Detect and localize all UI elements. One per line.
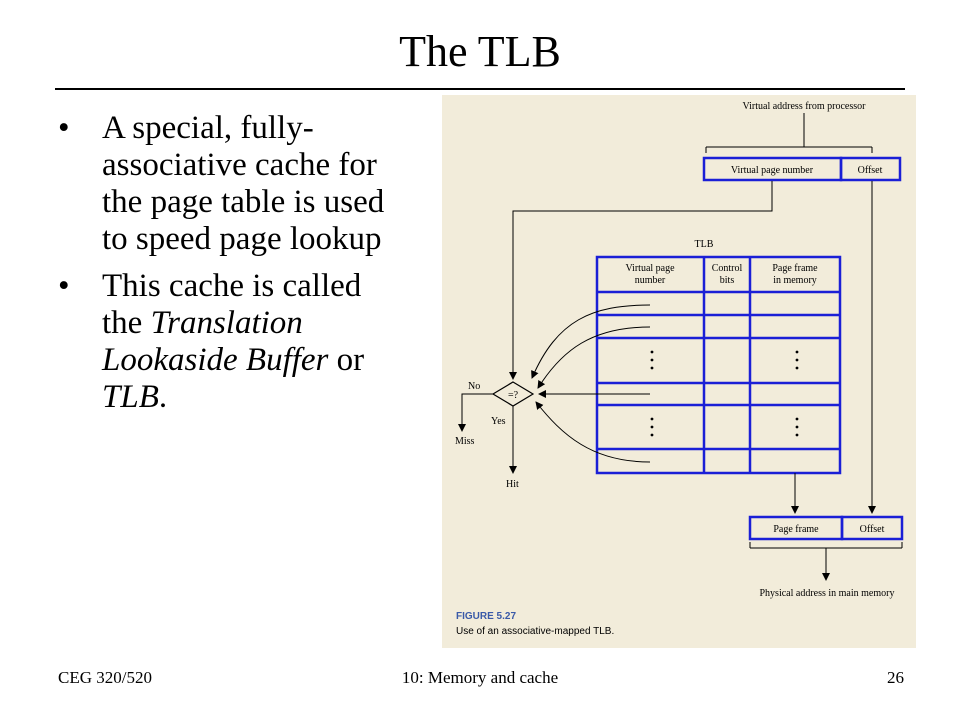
page-frame-label: Page frame <box>773 524 819 535</box>
figure-paper <box>442 95 916 648</box>
tlb-diagram-svg: Virtual address from processor Virtual p… <box>442 95 916 648</box>
offset-box <box>839 156 902 182</box>
yes-label: Yes <box>491 416 506 427</box>
hit-label: Hit <box>506 479 519 490</box>
ellipsis-dots <box>650 350 799 437</box>
vpn-to-compare-arrow <box>509 181 773 380</box>
slide-title: The TLB <box>399 27 561 76</box>
offset2-box <box>840 515 904 541</box>
compare-label: =? <box>508 390 519 401</box>
offset-label: Offset <box>858 165 883 176</box>
no-label: No <box>468 381 480 392</box>
title-divider <box>55 88 905 90</box>
miss-arrow <box>458 393 493 432</box>
tlb-label: TLB <box>695 239 714 250</box>
tlb-figure: Virtual address from processor Virtual p… <box>442 95 916 648</box>
physical-address-label: Physical address in main memory <box>760 588 895 599</box>
vpn-label: Virtual page number <box>731 165 814 176</box>
footer-page-number: 26 <box>887 668 904 687</box>
bullet-text-2-b: Translation Lookaside Buffer <box>102 305 329 378</box>
col-vpn-line1: Virtual page <box>625 263 675 274</box>
bullet-list: •A special, fully-associative cache for … <box>58 110 408 426</box>
bullet-text-1: A special, fully-associative cache for t… <box>102 110 385 257</box>
bullet-text-2-e: . <box>158 379 168 415</box>
footer-course: CEG 320/520 <box>58 668 152 687</box>
entry-compare-arrows <box>531 304 651 463</box>
col-frame-line2: in memory <box>773 275 817 286</box>
col-vpn-line2: number <box>635 275 666 286</box>
miss-label: Miss <box>455 436 475 447</box>
col-control-line2: bits <box>720 275 735 286</box>
bullet-text-2-a: This cache is called the <box>102 268 362 341</box>
offset2-label: Offset <box>860 524 885 535</box>
col-frame-line1: Page frame <box>772 263 818 274</box>
bullet-text-2-c: or <box>328 342 365 378</box>
caption-number: FIGURE 5.27 <box>456 611 516 622</box>
caption-text: Use of an associative-mapped TLB. <box>456 626 614 637</box>
virtual-address-label: Virtual address from processor <box>743 101 867 112</box>
tlb-table <box>595 255 842 475</box>
col-control-line1: Control <box>712 263 743 274</box>
bullet-item-1: •A special, fully-associative cache for … <box>58 110 385 257</box>
bullet-item-2: •This cache is called the Translation Lo… <box>58 268 365 415</box>
footer-topic: 10: Memory and cache <box>401 668 559 687</box>
bullet-text-2-d: TLB <box>102 379 159 415</box>
